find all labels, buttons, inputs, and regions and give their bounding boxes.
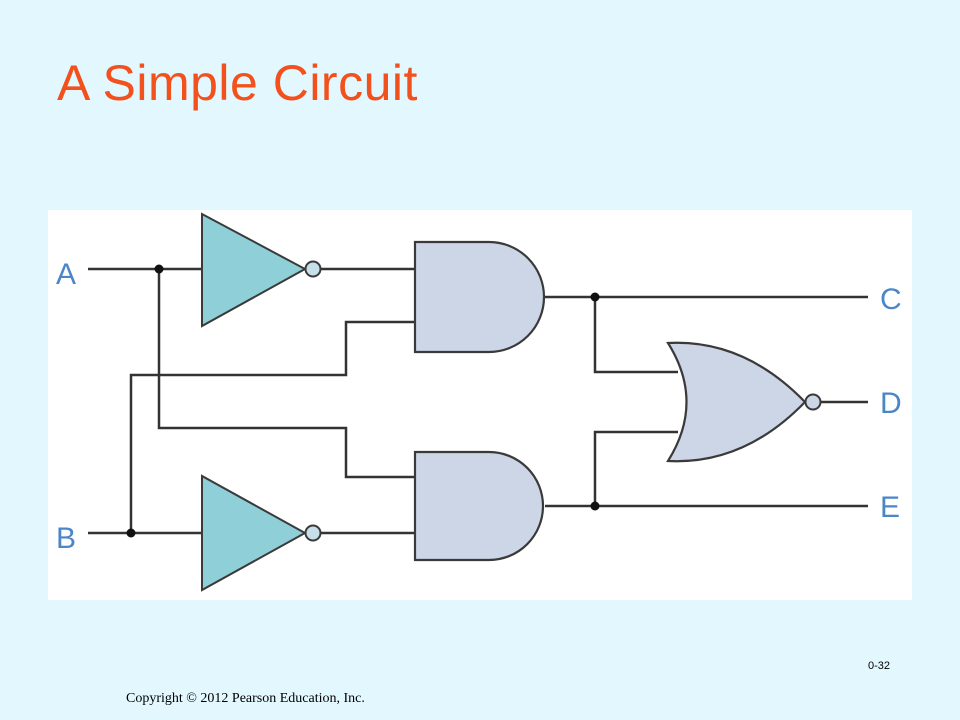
circuit-diagram: A B C D E — [48, 210, 912, 600]
and-gate-upper — [413, 240, 546, 354]
junction-dot-a — [154, 264, 164, 274]
junction-dot-c — [590, 292, 600, 302]
wire-a-branch — [157, 269, 415, 479]
output-label-c: C — [880, 283, 902, 316]
wire-lower-to-or — [593, 430, 678, 506]
junction-dot-b — [126, 528, 136, 538]
nor-gate — [666, 341, 822, 463]
output-label-d: D — [880, 387, 902, 420]
wire-b-branch — [129, 320, 415, 533]
slide-title: A Simple Circuit — [57, 55, 418, 111]
and-gate-lower — [413, 450, 545, 562]
input-label-a: A — [56, 258, 76, 291]
copyright-notice: Copyright © 2012 Pearson Education, Inc. — [126, 691, 365, 706]
junction-dot-e — [590, 501, 600, 511]
not-gate-a — [201, 212, 322, 328]
not-gate-b — [201, 474, 322, 592]
input-label-b: B — [56, 522, 76, 555]
wire-upper-to-or — [593, 297, 678, 374]
output-label-e: E — [880, 491, 900, 524]
slide-number: 0-32 — [868, 660, 891, 672]
junctions — [126, 264, 600, 538]
